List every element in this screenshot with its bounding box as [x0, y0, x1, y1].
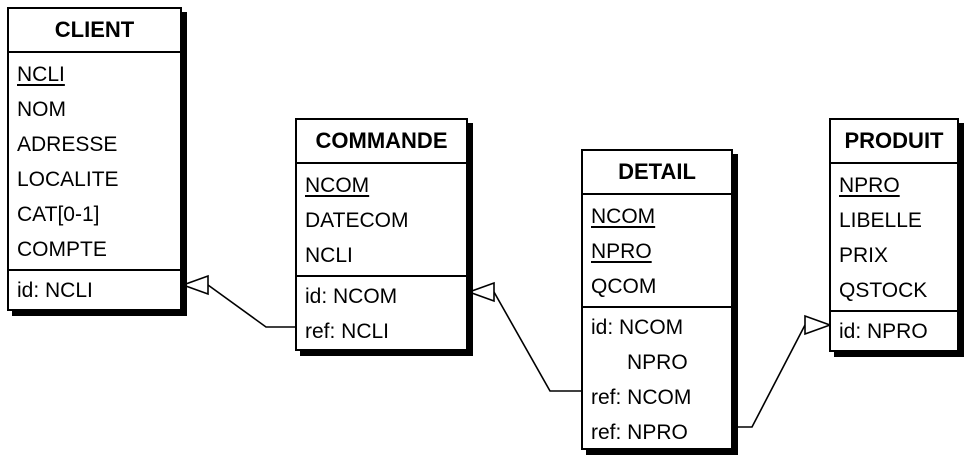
- constraint-ref: ref: NPRO: [591, 421, 688, 444]
- attribute-key: NPRO: [591, 240, 652, 263]
- attribute: COMPTE: [17, 238, 107, 261]
- link-detail-commande: [493, 291, 582, 392]
- entity-produit[interactable]: PRODUIT NPRO LIBELLE PRIX QSTOCK id: NPR…: [829, 118, 959, 352]
- arrowhead-commande: [466, 281, 495, 303]
- link-detail-produit: [732, 324, 806, 428]
- entity-title: DETAIL: [583, 151, 731, 195]
- constraint-id: id: NCLI: [17, 279, 93, 302]
- entity-commande[interactable]: COMMANDE NCOM DATECOM NCLI id: NCOM ref:…: [295, 118, 468, 351]
- link-commande-client: [207, 284, 296, 328]
- attribute: ADRESSE: [17, 133, 118, 156]
- attribute-key: NCLI: [17, 63, 65, 86]
- attribute: CAT[0-1]: [17, 203, 100, 226]
- attribute-list: NCOM NPRO QCOM: [583, 195, 731, 308]
- attribute: QCOM: [591, 275, 657, 298]
- constraint-list: id: NCOM NPRO ref: NCOM ref: NPRO: [583, 308, 731, 456]
- attribute: QSTOCK: [839, 279, 928, 302]
- constraint-id-part: NPRO: [627, 351, 688, 374]
- constraint-id: id: NCOM: [305, 285, 398, 308]
- attribute-key: NPRO: [839, 174, 900, 197]
- constraint-ref: ref: NCOM: [591, 386, 692, 409]
- attribute: PRIX: [839, 244, 889, 267]
- entity-detail[interactable]: DETAIL NCOM NPRO QCOM id: NCOM NPRO ref:…: [581, 149, 733, 450]
- attribute: NOM: [17, 98, 66, 121]
- entity-client[interactable]: CLIENT NCLI NOM ADRESSE LOCALITE CAT[0-1…: [7, 7, 182, 311]
- attribute-list: NCOM DATECOM NCLI: [297, 164, 466, 277]
- attribute-key: NCOM: [591, 205, 656, 228]
- attribute: LOCALITE: [17, 168, 119, 191]
- constraint-id: id: NCOM: [591, 316, 684, 339]
- arrowhead-client: [180, 274, 209, 296]
- attribute: NCLI: [305, 244, 353, 267]
- attribute-list: NCLI NOM ADRESSE LOCALITE CAT[0-1] COMPT…: [9, 53, 180, 271]
- entity-title: PRODUIT: [831, 120, 957, 164]
- constraint-id: id: NPRO: [839, 320, 928, 343]
- entity-title: CLIENT: [9, 9, 180, 53]
- attribute-list: NPRO LIBELLE PRIX QSTOCK: [831, 164, 957, 312]
- constraint-list: id: NPRO: [831, 312, 957, 355]
- attribute: LIBELLE: [839, 209, 922, 232]
- attribute: DATECOM: [305, 209, 409, 232]
- constraint-ref: ref: NCLI: [305, 320, 390, 343]
- entity-title: COMMANDE: [297, 120, 466, 164]
- attribute-key: NCOM: [305, 174, 370, 197]
- arrowhead-produit: [804, 314, 833, 336]
- constraint-list: id: NCLI: [9, 271, 180, 314]
- constraint-list: id: NCOM ref: NCLI: [297, 277, 466, 355]
